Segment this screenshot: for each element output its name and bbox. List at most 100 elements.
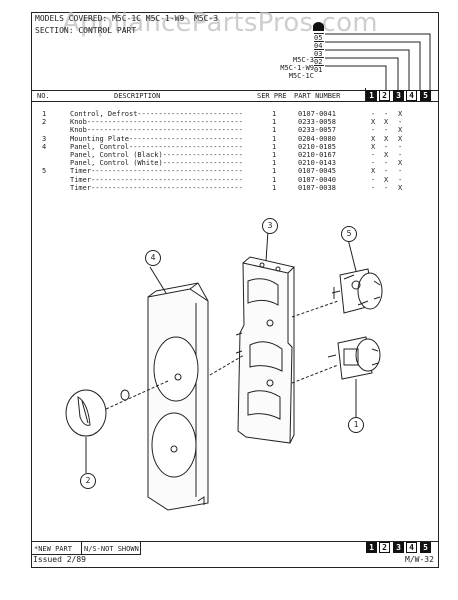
watermark: AppliancePartsPros.com bbox=[62, 8, 378, 38]
code-bracket-lines bbox=[325, 33, 431, 90]
section-title: SECTION: CONTROL PART bbox=[35, 26, 137, 35]
knob-drawing bbox=[65, 380, 169, 437]
col-num-4: 4 bbox=[406, 90, 417, 101]
table-row: Timer-----------------------------------… bbox=[36, 184, 432, 193]
code-label-02: 02 bbox=[314, 57, 324, 66]
row-part-number: 0233-0057 bbox=[298, 126, 336, 135]
col-divider bbox=[365, 88, 366, 102]
row-model-mark: - bbox=[398, 118, 403, 127]
row-part-number: 0107-0045 bbox=[298, 167, 336, 176]
row-model-mark: X bbox=[384, 175, 389, 184]
row-part-number: 0204-0080 bbox=[298, 134, 336, 143]
footer-box-bottom bbox=[31, 554, 141, 555]
row-model-mark: X bbox=[398, 183, 403, 192]
exploded-parts-diagram bbox=[65, 230, 383, 511]
col-num-3: 3 bbox=[393, 90, 404, 101]
row-model-mark: - bbox=[371, 110, 376, 118]
callout-1: 1 bbox=[348, 417, 364, 433]
row-quantity: 1 bbox=[272, 175, 277, 184]
table-row: Panel, Control (White)------------------… bbox=[36, 159, 432, 168]
col-header-description: DESCRIPTION bbox=[114, 92, 161, 100]
row-item-no: 2 bbox=[42, 118, 47, 127]
row-model-mark: X bbox=[398, 134, 403, 143]
row-part-number: 0210-0143 bbox=[298, 159, 336, 168]
model-label-1: M5C-3 bbox=[292, 56, 314, 64]
row-quantity: 1 bbox=[272, 126, 277, 135]
row-description: Timer-----------------------------------… bbox=[70, 175, 243, 184]
table-row: Timer-----------------------------------… bbox=[36, 176, 432, 185]
row-quantity: 1 bbox=[272, 134, 277, 143]
row-description: Timer-----------------------------------… bbox=[70, 167, 243, 176]
row-description: Knob------------------------------------… bbox=[70, 126, 243, 135]
callout-5: 5 bbox=[341, 226, 357, 242]
page-code: M/W-32 bbox=[405, 555, 434, 564]
model-label-2: M5C-1-W9 bbox=[280, 64, 314, 72]
row-part-number: 0107-0041 bbox=[298, 110, 336, 118]
row-model-mark: X bbox=[398, 126, 403, 135]
col-header-part-number: PART NUMBER bbox=[294, 92, 341, 100]
row-description: Panel, Control (White)------------------… bbox=[70, 159, 243, 168]
table-row: Panel, Control (Black)------------------… bbox=[36, 151, 432, 160]
footer-num-3: 3 bbox=[393, 542, 404, 553]
table-row: 1 Control, Defrost-----------------------… bbox=[36, 110, 432, 119]
row-model-mark: - bbox=[371, 183, 376, 192]
table-row: Knob------------------------------------… bbox=[36, 126, 432, 135]
row-quantity: 1 bbox=[272, 183, 277, 192]
index-tab-icon bbox=[313, 22, 324, 31]
row-model-mark: X bbox=[371, 134, 376, 143]
col-num-5: 5 bbox=[420, 90, 431, 101]
table-row: 4 Panel, Control-------------------------… bbox=[36, 143, 432, 152]
col-num-2: 2 bbox=[379, 90, 390, 101]
row-model-mark: - bbox=[384, 183, 389, 192]
footer-num-1: 1 bbox=[366, 542, 377, 553]
row-model-mark: - bbox=[371, 126, 376, 135]
row-item-no: 3 bbox=[42, 134, 47, 143]
row-item-no: 4 bbox=[42, 142, 47, 151]
row-description: Panel, Control (Black)------------------… bbox=[70, 151, 243, 159]
row-model-mark: - bbox=[398, 167, 403, 176]
row-model-mark: - bbox=[384, 159, 389, 168]
col-header-ser-pre: SER PRE bbox=[257, 92, 287, 100]
row-model-mark: - bbox=[384, 126, 389, 135]
row-quantity: 1 bbox=[272, 142, 277, 151]
row-model-mark: - bbox=[371, 151, 376, 159]
footer-divider-2 bbox=[140, 541, 141, 554]
callout-2: 2 bbox=[80, 473, 96, 489]
row-model-mark: X bbox=[371, 118, 376, 127]
code-label-05: 05 bbox=[314, 33, 324, 42]
footer-divider-1 bbox=[81, 541, 82, 554]
row-quantity: 1 bbox=[272, 151, 277, 159]
row-model-mark: - bbox=[398, 151, 403, 159]
row-quantity: 1 bbox=[272, 159, 277, 168]
table-row: 3 Mounting Plate-------------------------… bbox=[36, 135, 432, 144]
row-model-mark: X bbox=[371, 142, 376, 151]
row-item-no: 1 bbox=[42, 110, 47, 118]
footer-num-5: 5 bbox=[420, 542, 431, 553]
row-model-mark: - bbox=[398, 142, 403, 151]
mounting-plate-drawing bbox=[209, 256, 339, 444]
row-item-no: 5 bbox=[42, 167, 47, 176]
col-num-1: 1 bbox=[366, 90, 377, 101]
row-description: Mounting Plate--------------------------… bbox=[70, 134, 243, 143]
row-description: Control, Defrost------------------------… bbox=[70, 110, 243, 118]
control-panel-drawing bbox=[147, 282, 209, 511]
table-top-rule bbox=[31, 90, 438, 91]
timer-drawing bbox=[331, 268, 383, 314]
code-label-01: 01 bbox=[314, 65, 324, 74]
callout-3: 3 bbox=[262, 218, 278, 234]
model-label-3: M5C-1C bbox=[288, 72, 314, 80]
row-part-number: 0233-0058 bbox=[298, 118, 336, 127]
issued-date: Issued 2/89 bbox=[33, 555, 86, 564]
row-part-number: 0107-0040 bbox=[298, 175, 336, 184]
row-description: Panel, Control--------------------------… bbox=[70, 142, 243, 151]
row-part-number: 0210-0167 bbox=[298, 151, 336, 159]
page-frame bbox=[31, 12, 439, 568]
row-model-mark: - bbox=[384, 142, 389, 151]
footer-new-part: *NEW PART bbox=[34, 545, 72, 553]
row-model-mark: - bbox=[371, 159, 376, 168]
defrost-control-drawing bbox=[327, 336, 381, 417]
row-model-mark: X bbox=[398, 110, 403, 118]
row-quantity: 1 bbox=[272, 118, 277, 127]
footer-num-4: 4 bbox=[406, 542, 417, 553]
row-model-mark: X bbox=[371, 167, 376, 176]
